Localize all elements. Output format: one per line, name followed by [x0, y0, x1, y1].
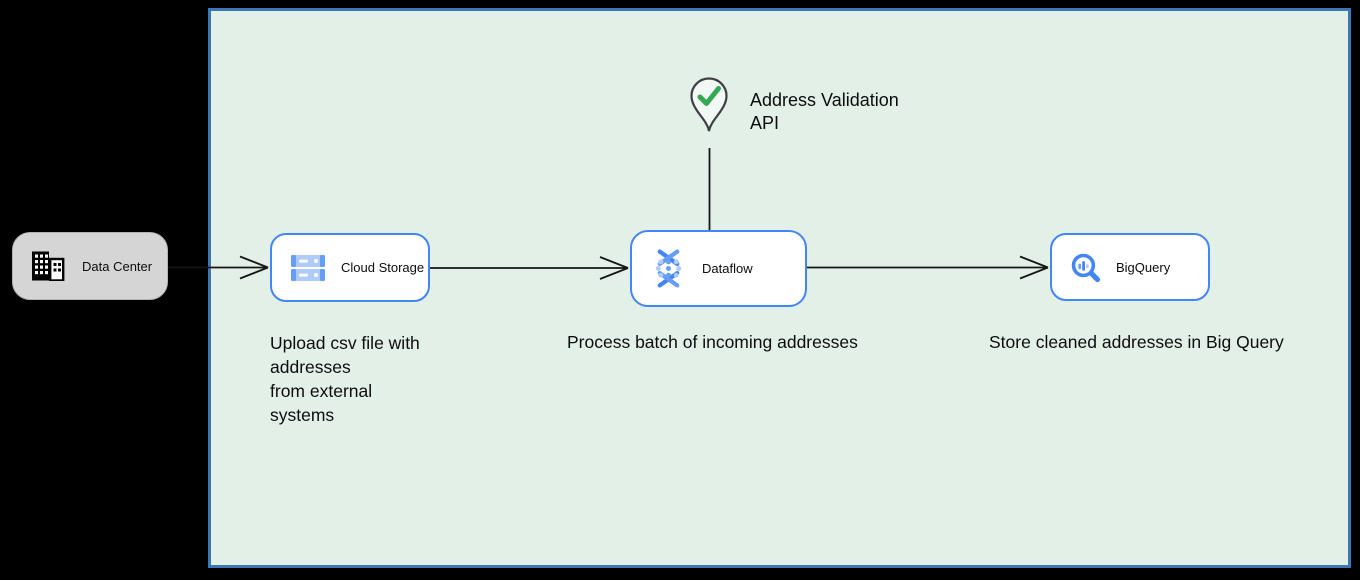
- node-label-data-center: Data Center: [82, 258, 153, 274]
- address-validation-label: Address Validation API: [750, 90, 899, 133]
- node-cloud-storage[interactable]: Cloud Storage: [270, 233, 430, 302]
- node-label-dataflow: Dataflow: [702, 261, 753, 276]
- node-label-bigquery: BigQuery: [1116, 259, 1171, 275]
- dataflow-icon: [650, 248, 687, 289]
- node-bigquery[interactable]: BigQuery: [1050, 233, 1210, 301]
- data-center-building-icon: [31, 251, 65, 281]
- node-data-center[interactable]: Data Center: [12, 232, 168, 300]
- node-label-cloud-storage: Cloud Storage: [341, 260, 425, 275]
- cloud-storage-icon: [290, 254, 326, 282]
- bigquery-icon: [1070, 252, 1101, 283]
- caption-process-batch: Process batch of incoming addresses: [567, 332, 858, 352]
- node-dataflow[interactable]: Dataflow: [630, 230, 807, 307]
- caption-upload-csv: Upload csv file with addresses from exte…: [270, 333, 420, 425]
- map-pin-check-icon: [687, 77, 731, 138]
- address-validation-marker[interactable]: [687, 76, 731, 134]
- caption-store-bigquery: Store cleaned addresses in Big Query: [989, 332, 1284, 352]
